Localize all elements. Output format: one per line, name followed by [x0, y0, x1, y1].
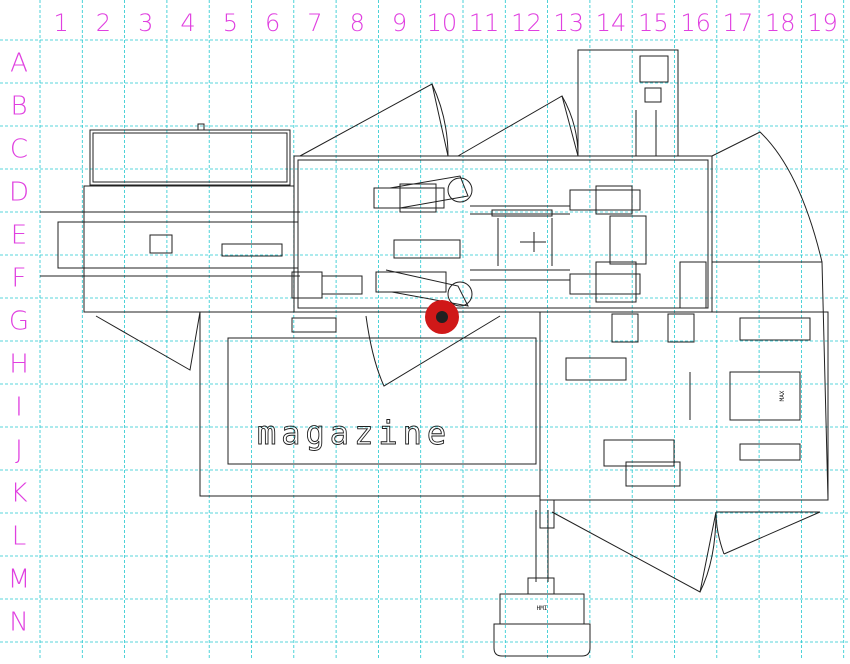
lower-pulley — [447, 281, 473, 307]
max-unit — [729, 371, 801, 421]
lower-drive-motor — [375, 271, 447, 293]
row-label: F — [12, 264, 27, 294]
row-label: B — [10, 92, 27, 122]
row-label: D — [9, 178, 29, 208]
infeed-cabinet-inner — [92, 132, 288, 183]
column-label: 12 — [511, 9, 542, 37]
drive-unit — [603, 439, 675, 467]
column-label: 1 — [54, 9, 69, 37]
upper-pulley — [447, 177, 473, 203]
lower-center-door — [365, 315, 501, 387]
upper-guide — [491, 209, 553, 217]
fan-box — [149, 234, 173, 254]
column-label: 7 — [307, 9, 322, 37]
column-label: 3 — [138, 9, 153, 37]
hmi-mount — [527, 577, 555, 595]
sensor-unit — [739, 443, 801, 461]
infeed-rail — [221, 243, 283, 257]
marker-core — [436, 311, 448, 323]
magazine-label: magazine — [257, 414, 451, 452]
right-block — [609, 215, 647, 265]
column-label: 6 — [265, 9, 280, 37]
left-conveyor-frame — [83, 185, 295, 313]
column-label: 17 — [723, 9, 754, 37]
column-label: 15 — [638, 9, 669, 37]
bottom-door-arc — [715, 511, 725, 555]
top-control-cabinet — [577, 49, 679, 157]
infeed-cabinet — [89, 129, 291, 186]
gearmotor — [667, 313, 695, 343]
column-label: 16 — [680, 9, 711, 37]
gearmotor — [611, 313, 639, 343]
column-label: 9 — [392, 9, 407, 37]
row-label: C — [10, 135, 28, 165]
hmi-label: HMI — [537, 605, 548, 612]
bottom-door-left — [551, 511, 717, 593]
main-frame — [293, 155, 713, 313]
column-label: 18 — [765, 9, 796, 37]
row-label: H — [9, 350, 29, 380]
right-panel — [679, 261, 707, 309]
upper-drive-belt — [389, 175, 469, 209]
column-label: 10 — [427, 9, 458, 37]
magazine-slot — [291, 317, 337, 333]
column-label: 11 — [469, 9, 500, 37]
cylinder — [565, 357, 627, 381]
lower-drive-belt — [385, 269, 469, 307]
upper-door-arc — [431, 83, 449, 157]
column-label: 13 — [553, 9, 584, 37]
magazine-bin — [227, 337, 537, 465]
row-label: G — [9, 307, 29, 337]
row-label: I — [15, 393, 23, 423]
drive-unit-lower — [625, 461, 681, 487]
middle-block — [393, 239, 461, 259]
row-label: K — [10, 479, 27, 509]
row-label: L — [12, 522, 27, 552]
lower-left-door — [95, 311, 201, 371]
column-label: 19 — [807, 9, 838, 37]
right-guard-door — [711, 131, 823, 263]
upper-drive-motor — [373, 187, 445, 209]
left-conveyor-belt — [57, 221, 299, 269]
column-label: 14 — [596, 9, 627, 37]
column-label: 2 — [96, 9, 111, 37]
bottom-door-right — [716, 511, 821, 555]
door-hinge — [539, 499, 555, 529]
main-frame-inner — [297, 159, 709, 309]
gearmotor-long — [739, 317, 811, 341]
upper-drive-housing — [399, 183, 437, 213]
right-lower-cell — [539, 311, 829, 501]
max-label: MAX — [779, 390, 786, 401]
upper-right-motor — [569, 189, 641, 211]
right-guard-frame — [712, 261, 829, 501]
bottom-door-arc — [699, 511, 717, 593]
lower-left-shaft — [321, 275, 363, 295]
location-marker-icon — [425, 300, 459, 334]
lower-right-motor — [569, 273, 641, 295]
cabinet-knob — [197, 123, 205, 131]
upper-right-housing — [595, 185, 633, 215]
upper-door-left — [299, 83, 449, 157]
row-label: E — [11, 221, 27, 251]
row-label: A — [10, 49, 28, 79]
hmi-base — [493, 623, 591, 657]
cabinet-switch — [644, 87, 662, 103]
column-label: 5 — [223, 9, 238, 37]
machine-outline — [40, 49, 829, 657]
lower-right-housing — [595, 261, 637, 303]
row-label: J — [15, 436, 23, 466]
column-label: 4 — [180, 9, 195, 37]
row-label: M — [8, 565, 30, 595]
cabinet-fan — [639, 55, 669, 83]
column-label: 8 — [350, 9, 365, 37]
row-label: N — [9, 608, 28, 638]
